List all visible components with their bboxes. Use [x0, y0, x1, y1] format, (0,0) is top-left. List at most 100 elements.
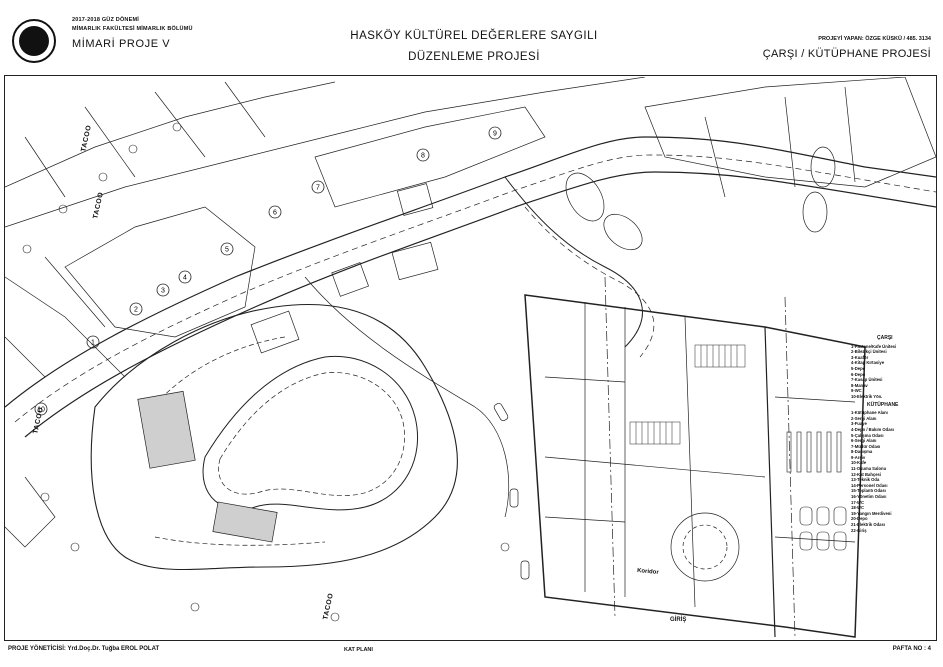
legend-title: ÇARŞI	[877, 335, 893, 341]
marker-number: 2	[134, 307, 138, 314]
legend-item: 15-Toplantı Odası	[851, 488, 886, 494]
central-loop	[90, 304, 458, 571]
entrance-label: GİRİŞ	[670, 617, 687, 623]
legend-item: 17-WC	[851, 499, 865, 505]
trees	[22, 122, 510, 622]
section-line	[604, 276, 616, 618]
legend-item: 2-Bilezikçi Ünitesi	[851, 349, 887, 355]
course-title: MİMARİ PROJE V	[72, 38, 171, 50]
legend-item: 9-Arşiv	[851, 454, 866, 460]
legend-item: 4-Depo / Bakım Odası	[851, 426, 895, 432]
legend-item: 13-Teknik Oda	[851, 477, 880, 483]
road-edge	[24, 171, 936, 438]
project-title: HASKÖY KÜLTÜREL DEĞERLERE SAYGILI DÜZENL…	[304, 26, 644, 68]
inner-loop	[202, 355, 419, 511]
legend-item: 9-WC	[851, 388, 862, 394]
legend-list-2: 1-Kütüphane Alanı 2-Sergi Alanı 3-Fuaye …	[851, 410, 935, 533]
small-building	[396, 183, 434, 216]
road-centerline	[14, 154, 936, 423]
institution-block: 2017-2018 GÜZ DÖNEMİ MİMARLIK FAKÜLTESİ …	[72, 16, 193, 50]
project-title-line1: HASKÖY KÜLTÜREL DEĞERLERE SAYGILI	[350, 30, 598, 42]
legend-item: 16-Yönetim Odası	[851, 494, 887, 500]
legend-item: 18-WC	[851, 505, 865, 511]
legend-item: 4-Kitap Kırtasiye	[851, 360, 885, 366]
rotunda-inner	[682, 524, 728, 570]
library-shelves	[786, 431, 842, 473]
stairs	[694, 344, 746, 368]
marker-number: 3	[161, 288, 165, 295]
marker-number: 1	[91, 340, 95, 347]
legend-item: 3-Kuaför	[851, 354, 869, 360]
legend-item: 21-Elektrik Odası	[851, 522, 885, 527]
legend-item: 8-Danışma	[851, 449, 873, 455]
sheet-number: PAFTA NO : 4	[892, 646, 931, 652]
legend-item: 6-Depo	[851, 371, 866, 377]
marker-number: 5	[225, 247, 229, 254]
small-building	[391, 241, 439, 281]
oval-planter	[810, 146, 836, 188]
legend-item: 1-Pastane/Kafe Ünitesi	[851, 343, 897, 349]
legend-item: 7-Kasap Ünitesi	[851, 377, 883, 383]
parcel-block	[5, 476, 56, 548]
road-edge	[5, 136, 936, 408]
legend-item: 2-Sergi Alanı	[851, 415, 877, 421]
marker-number: 9	[493, 131, 497, 138]
small-building	[250, 310, 300, 354]
oval-planter	[603, 213, 643, 251]
legend-item: 6-Sergi Alanı	[851, 438, 877, 444]
drawing-name: KAT PLANI	[344, 647, 373, 653]
inner-loop-path	[218, 372, 405, 496]
parcel-line	[24, 81, 266, 198]
walkway	[304, 276, 510, 518]
rotunda	[670, 512, 740, 582]
parcel-line	[5, 81, 336, 188]
university-logo-icon	[12, 19, 56, 63]
parcel-line	[704, 86, 856, 198]
oval-planter	[802, 191, 828, 233]
student-name: PROJEYİ YAPAN: ÖZGE KÜSKÜ / 485. 3134	[818, 36, 931, 42]
marker-number: 4	[183, 275, 187, 282]
project-title-line2: DÜZENLEME PROJESİ	[408, 51, 540, 63]
building-wall	[774, 536, 856, 543]
hatched-plaza	[212, 501, 278, 543]
marker-number: 7	[316, 185, 320, 192]
legend-item: 20-Depo	[851, 516, 868, 522]
title-block-footer: PROJE YÖNETİCİSİ: Yrd.Doç.Dr. Tuğba EROL…	[4, 640, 937, 661]
semester-label: 2017-2018 GÜZ DÖNEMİ	[72, 17, 139, 23]
building-wall	[774, 396, 856, 403]
parked-car	[493, 402, 509, 422]
legend-item: 7-Müdür Odası	[851, 443, 881, 449]
legend-item: 19-Yangın Merdiveni	[851, 510, 892, 516]
legend-item: 3-Fuaye	[851, 421, 867, 427]
parcel-line	[5, 77, 646, 228]
section-line	[784, 296, 796, 638]
small-building	[331, 262, 369, 297]
parked-car	[520, 560, 530, 580]
legend-item: 22-Giriş	[851, 527, 867, 533]
marker-number: 10	[37, 407, 45, 414]
student-block: PROJEYİ YAPAN: ÖZGE KÜSKÜ / 485. 3134 ÇA…	[763, 36, 931, 60]
legend-subtitle: KÜTÜPHANE	[867, 401, 899, 408]
legend-item: 12-Kat Bahçesi	[851, 471, 882, 477]
parcel-block	[64, 206, 256, 338]
legend-item: 1-Kütüphane Alanı	[851, 410, 888, 416]
building-wall	[684, 316, 696, 608]
stairs	[629, 421, 681, 445]
advisor-label: PROJE YÖNETİCİSİ: Yrd.Doç.Dr. Tuğba EROL…	[8, 646, 160, 652]
legend-item: 5-Depo	[851, 365, 866, 371]
numbered-markers	[34, 126, 502, 416]
legend: ÇARŞI 1-Pastane/Kafe Ünitesi 2-Bilezikçi…	[851, 335, 935, 533]
marker-number: 8	[421, 153, 425, 160]
sheet-title: ÇARŞI / KÜTÜPHANE PROJESİ	[762, 48, 931, 60]
building-wall	[544, 516, 626, 523]
road-edge	[504, 176, 643, 348]
oval-planter	[565, 172, 605, 222]
faculty-label: MİMARLIK FAKÜLTESİ MİMARLIK BÖLÜMÜ	[72, 26, 193, 32]
hatched-plaza	[137, 390, 196, 469]
legend-item: 14-Personel Odası	[851, 482, 888, 488]
title-block-header: 2017-2018 GÜZ DÖNEMİ MİMARLIK FAKÜLTESİ …	[4, 4, 937, 76]
legend-list: 1-Pastane/Kafe Ünitesi 2-Bilezikçi Ünite…	[851, 344, 935, 400]
legend-item: 5-Çalışma Odası	[851, 432, 884, 438]
